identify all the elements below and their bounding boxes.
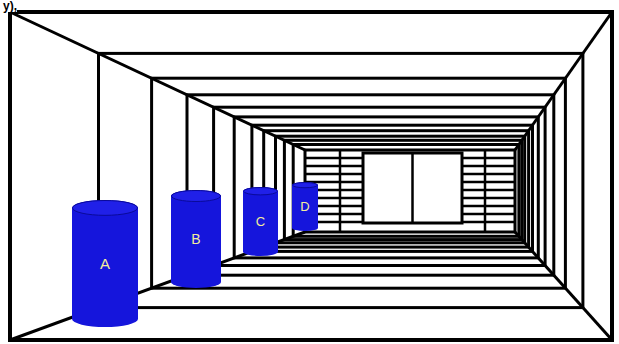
cylinder-body xyxy=(171,190,221,288)
cylinder: A xyxy=(72,200,138,327)
cylinder: B xyxy=(171,190,221,288)
cylinder-top xyxy=(244,188,278,195)
door xyxy=(363,153,462,223)
cylinder-top xyxy=(293,183,318,188)
cylinder: C xyxy=(243,187,278,256)
cylinder-letter: A xyxy=(100,256,110,271)
cylinder-letter: C xyxy=(256,215,265,228)
cylinder-top xyxy=(73,201,138,216)
back-wall xyxy=(305,150,515,232)
cylinder-body xyxy=(72,200,138,327)
cylinder-top xyxy=(172,191,221,202)
cylinder: D xyxy=(292,182,318,231)
corridor-frames xyxy=(10,12,612,340)
cylinder-body xyxy=(243,187,278,256)
text-fragment: y), xyxy=(3,0,17,12)
cylinder-letter: D xyxy=(300,200,309,213)
cylinder-letter: B xyxy=(191,232,200,246)
cylinder-body xyxy=(292,182,318,231)
